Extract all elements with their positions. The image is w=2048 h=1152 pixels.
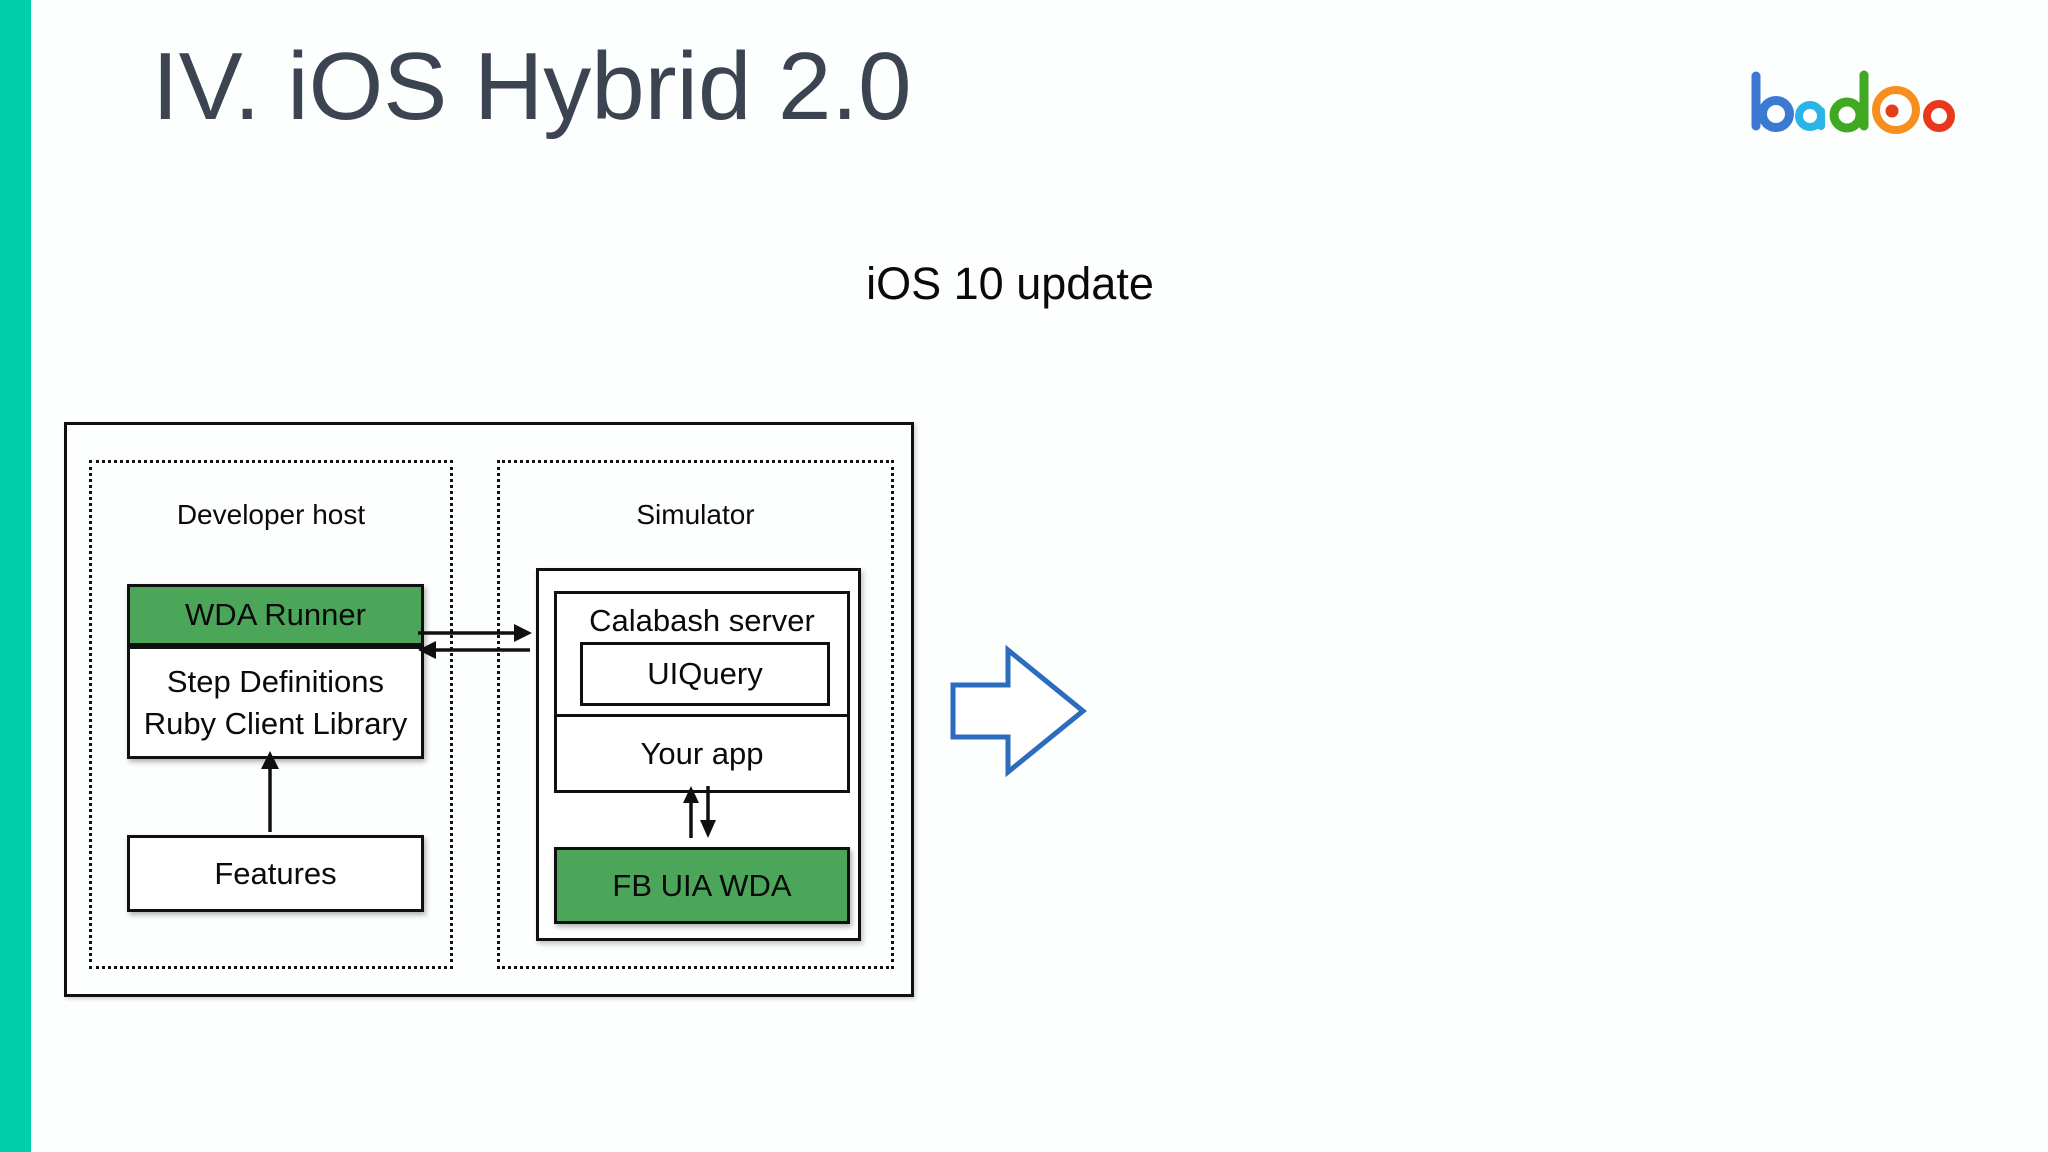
accent-sidebar (0, 0, 31, 1152)
step-definitions-label: Step Definitions Ruby Client Library (144, 661, 408, 745)
uiquery-box: UIQuery (580, 642, 830, 706)
architecture-diagram: Developer host WDA Runner Step Definitio… (64, 422, 914, 997)
wda-runner-box: WDA Runner (127, 584, 424, 646)
simulator-inner-box: Calabash server UIQuery Your app FB UIA … (536, 568, 861, 941)
fb-uia-wda-box: FB UIA WDA (554, 847, 850, 924)
calabash-server-label: Calabash server (589, 603, 815, 638)
simulator-label: Simulator (636, 499, 755, 530)
your-app-label: Your app (640, 735, 764, 771)
simulator-group: Simulator Calabash server UIQuery Your a… (497, 460, 894, 969)
slide-subtitle: iOS 10 update (866, 258, 1154, 309)
forward-arrow-icon (950, 644, 1087, 778)
fb-uia-wda-label: FB UIA WDA (612, 867, 792, 903)
uiquery-label: UIQuery (647, 656, 763, 692)
step-definitions-line1: Step Definitions (166, 663, 385, 699)
developer-host-group: Developer host WDA Runner Step Definitio… (89, 460, 453, 969)
step-definitions-line2: Ruby Client Library (143, 705, 408, 741)
features-label: Features (214, 855, 337, 891)
badoo-logo-icon (1751, 70, 1955, 134)
features-box: Features (127, 835, 424, 912)
slide-title: IV. iOS Hybrid 2.0 (152, 33, 912, 140)
wda-runner-label: WDA Runner (185, 597, 366, 633)
calabash-server-box: Calabash server UIQuery (554, 591, 850, 719)
developer-host-label: Developer host (176, 499, 366, 530)
step-definitions-box: Step Definitions Ruby Client Library (127, 646, 424, 759)
your-app-box: Your app (554, 714, 850, 793)
